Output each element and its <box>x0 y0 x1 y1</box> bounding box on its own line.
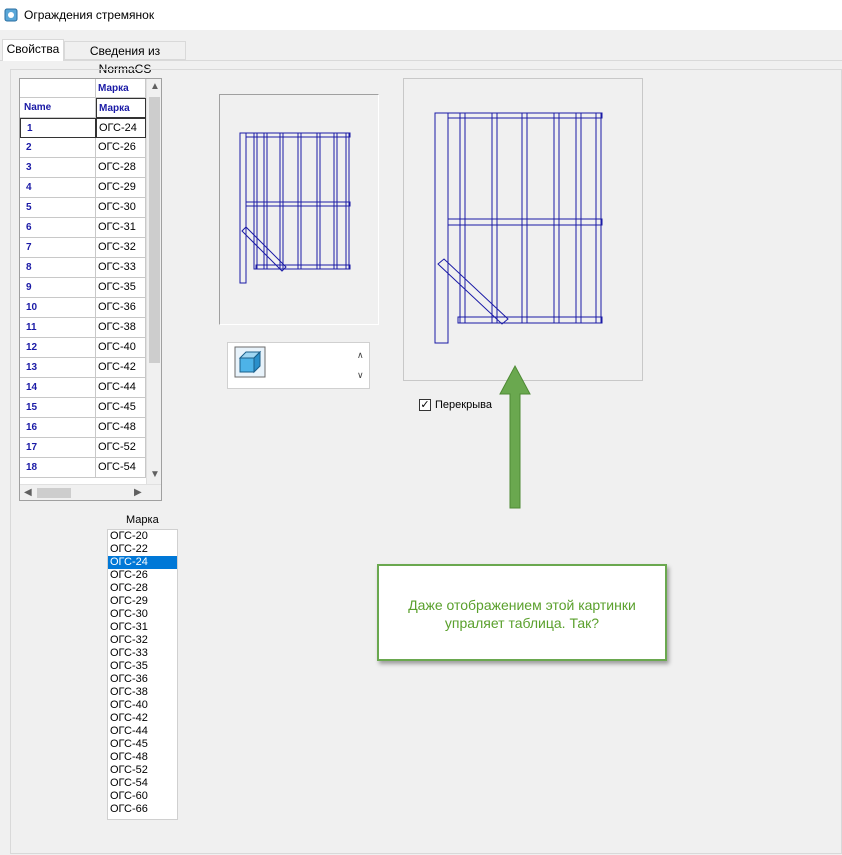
grid-row-number[interactable]: 7 <box>20 238 96 258</box>
chevron-down-icon[interactable]: ∨ <box>357 370 364 380</box>
grid-cell-marka[interactable]: ОГС-29 <box>96 178 146 198</box>
grid-top-header: Марка <box>96 79 146 98</box>
grid-cell-marka[interactable]: ОГС-36 <box>96 298 146 318</box>
grid-row-number[interactable]: 17 <box>20 438 96 458</box>
listbox-item[interactable]: ОГС-60 <box>110 790 148 802</box>
grid-row-number[interactable]: 12 <box>20 338 96 358</box>
grid-cell-marka[interactable]: ОГС-45 <box>96 398 146 418</box>
listbox-item[interactable]: ОГС-20 <box>110 530 148 542</box>
grid-corner <box>20 79 96 98</box>
listbox-item[interactable]: ОГС-22 <box>110 543 148 555</box>
title-bar: Ограждения стремянок <box>0 0 842 30</box>
grid-cell-marka[interactable]: ОГС-26 <box>96 138 146 158</box>
grid-cell-marka[interactable]: ОГС-28 <box>96 158 146 178</box>
overlap-checkbox[interactable]: ✓ <box>419 399 431 411</box>
listbox-item[interactable]: ОГС-26 <box>110 569 148 581</box>
scroll-right-icon[interactable]: ▶ <box>134 487 142 498</box>
listbox-item[interactable]: ОГС-48 <box>110 751 148 763</box>
grid-row-number[interactable]: 18 <box>20 458 96 478</box>
grid-row-number[interactable]: 2 <box>20 138 96 158</box>
grid-cell-marka[interactable]: ОГС-32 <box>96 238 146 258</box>
scroll-up-icon[interactable]: ▲ <box>150 81 160 92</box>
listbox-item[interactable]: ОГС-29 <box>110 595 148 607</box>
grid-row-number[interactable]: 9 <box>20 278 96 298</box>
grid-horizontal-scrollbar[interactable]: ◀ ▶ <box>20 484 161 500</box>
grid-cell-marka[interactable]: ОГС-54 <box>96 458 146 478</box>
grid-row-number[interactable]: 11 <box>20 318 96 338</box>
grid-cell-marka[interactable]: ОГС-33 <box>96 258 146 278</box>
scroll-left-icon[interactable]: ◀ <box>24 487 32 498</box>
listbox-item[interactable]: ОГС-31 <box>110 621 148 633</box>
grid-row-number[interactable]: 16 <box>20 418 96 438</box>
listbox-item[interactable]: ОГС-45 <box>110 738 148 750</box>
listbox-item[interactable]: ОГС-52 <box>110 764 148 776</box>
grid-row-number[interactable]: 10 <box>20 298 96 318</box>
grid-cell-marka[interactable]: ОГС-42 <box>96 358 146 378</box>
listbox-item[interactable]: ОГС-35 <box>110 660 148 672</box>
overlap-checkbox-label: Перекрыва <box>435 399 492 411</box>
ladder-fence-drawing-small <box>239 132 351 284</box>
grid-cell-marka[interactable]: ОГС-30 <box>96 198 146 218</box>
grid-header-marka[interactable]: Марка <box>96 98 146 118</box>
listbox-item[interactable]: ОГС-44 <box>110 725 148 737</box>
grid-row-number[interactable]: 15 <box>20 398 96 418</box>
listbox-item[interactable]: ОГС-28 <box>110 582 148 594</box>
grid-cell-marka[interactable]: ОГС-48 <box>96 418 146 438</box>
tab-normacs[interactable]: Сведения из NormaCS <box>64 41 186 76</box>
listbox-item[interactable]: ОГС-36 <box>110 673 148 685</box>
grid-cell-marka[interactable]: ОГС-38 <box>96 318 146 338</box>
callout-text: Даже отображением этой картинки упраляет… <box>408 597 636 631</box>
preview-large <box>403 78 643 381</box>
ladder-fence-drawing-large <box>434 112 603 344</box>
grid-vscroll-thumb[interactable] <box>149 97 160 363</box>
listbox-item[interactable]: ОГС-24 <box>108 556 177 569</box>
listbox-item[interactable]: ОГС-54 <box>110 777 148 789</box>
listbox-item[interactable]: ОГС-66 <box>110 803 148 815</box>
tab-properties[interactable]: Свойства <box>2 39 64 61</box>
grid-row-number[interactable]: 3 <box>20 158 96 178</box>
annotation-callout: Даже отображением этой картинки упраляет… <box>377 564 667 661</box>
listbox-item[interactable]: ОГС-33 <box>110 647 148 659</box>
grid-vertical-scrollbar[interactable]: ▲ ▼ <box>146 79 161 484</box>
grid-row-number[interactable]: 8 <box>20 258 96 278</box>
chevron-up-icon[interactable]: ∧ <box>357 350 364 360</box>
3d-box-icon <box>234 346 266 378</box>
grid-cell-marka[interactable]: ОГС-24 <box>96 118 146 138</box>
grid-row-number[interactable]: 1 <box>20 118 96 138</box>
window-title: Ограждения стремянок <box>24 8 155 22</box>
grid-cell-marka[interactable]: ОГС-44 <box>96 378 146 398</box>
listbox-item[interactable]: ОГС-42 <box>110 712 148 724</box>
listbox-item[interactable]: ОГС-38 <box>110 686 148 698</box>
grid-row-number[interactable]: 13 <box>20 358 96 378</box>
grid-cell-marka[interactable]: ОГС-35 <box>96 278 146 298</box>
grid-cell-marka[interactable]: ОГС-31 <box>96 218 146 238</box>
combo-scroll[interactable]: ∧ ∨ <box>357 345 367 385</box>
grid-cell-marka[interactable]: ОГС-40 <box>96 338 146 358</box>
grid-hscroll-thumb[interactable] <box>37 488 71 498</box>
grid-row-number[interactable]: 5 <box>20 198 96 218</box>
app-icon <box>4 8 18 22</box>
preview-small <box>219 94 379 325</box>
listbox-label: Марка <box>126 514 159 526</box>
annotation-arrow-icon <box>499 364 531 509</box>
listbox-item[interactable]: ОГС-30 <box>110 608 148 620</box>
listbox-item[interactable]: ОГС-32 <box>110 634 148 646</box>
grid-header-name[interactable]: Name <box>20 98 96 118</box>
grid-cell-marka[interactable]: ОГС-52 <box>96 438 146 458</box>
listbox-item[interactable]: ОГС-40 <box>110 699 148 711</box>
grid-row-number[interactable]: 14 <box>20 378 96 398</box>
view-selector[interactable]: ∧ ∨ <box>227 342 370 389</box>
grid-row-number[interactable]: 6 <box>20 218 96 238</box>
grid-row-number[interactable]: 4 <box>20 178 96 198</box>
scroll-down-icon[interactable]: ▼ <box>150 469 160 480</box>
